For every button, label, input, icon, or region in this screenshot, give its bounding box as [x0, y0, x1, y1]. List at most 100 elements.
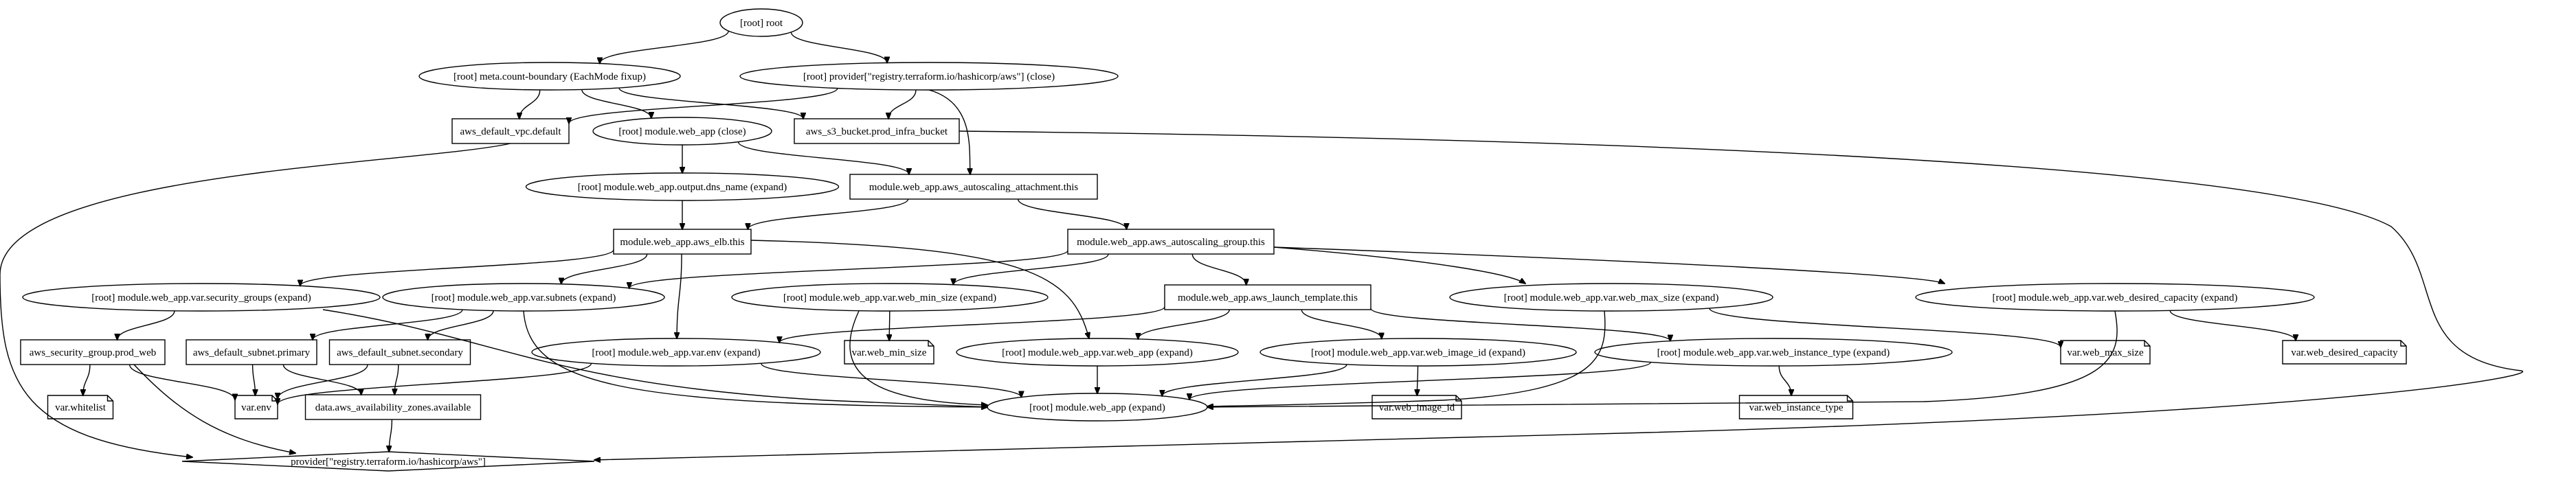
node-sub_primary: aws_default_subnet.primary	[186, 339, 317, 365]
edge-asg-to-desired	[1273, 246, 1945, 284]
edge-sub_secondary-to-azs	[394, 364, 399, 395]
node-shape-minsize	[731, 283, 1049, 312]
node-sg: aws_security_group.prod_web	[20, 339, 166, 365]
edge-insttype-to-var_insttype	[1778, 365, 1791, 395]
node-label-azs: data.aws_availability_zones.available	[315, 402, 471, 413]
node-shape-var_minsize	[844, 340, 934, 365]
node-shape-whitelist	[47, 395, 114, 419]
node-label-provider: provider["registry.terraform.io/hashicor…	[291, 457, 486, 468]
edge-sg-to-provider	[133, 364, 295, 453]
node-label-subnets: [root] module.web_app.var.subnets (expan…	[432, 292, 616, 303]
node-var_minsize: var.web_min_size	[844, 340, 934, 365]
edge-asg-to-lt	[1191, 253, 1246, 285]
node-shape-varenv	[234, 395, 278, 419]
node-insttype: [root] module.web_app.var.web_instance_t…	[1594, 338, 1953, 367]
edge-subnets-to-sub_secondary	[428, 310, 494, 341]
node-label-dns: [root] module.web_app.output.dns_name (e…	[578, 182, 787, 193]
node-desired: [root] module.web_app.var.web_desired_ca…	[1915, 283, 2315, 312]
node-elb: module.web_app.aws_elb.this	[613, 229, 752, 255]
node-label-webapp_expand: [root] module.web_app (expand)	[1029, 402, 1165, 413]
node-label-var_desired: var.web_desired_capacity	[2291, 347, 2398, 358]
node-shape-sg	[20, 339, 166, 365]
node-label-webapp_var: [root] module.web_app.var.web_app (expan…	[1002, 347, 1193, 358]
node-minsize: [root] module.web_app.var.web_min_size (…	[731, 283, 1049, 312]
node-label-imageid: [root] module.web_app.var.web_image_id (…	[1311, 347, 1525, 358]
node-var_desired: var.web_desired_capacity	[2282, 340, 2407, 365]
edge-sg-to-varenv	[128, 364, 235, 400]
node-shape-webapp_var	[956, 338, 1239, 367]
node-subnets: [root] module.web_app.var.subnets (expan…	[382, 283, 665, 312]
edge-maxsize-to-webapp_expand	[1207, 310, 1606, 406]
node-var_imageid: var.web_image_id	[1371, 395, 1462, 419]
edge-prov_close-to-s3	[888, 89, 917, 119]
edge-desired-to-webapp_expand	[1207, 310, 2118, 407]
edge-env-to-webapp_expand	[761, 362, 1022, 397]
node-label-meta: [root] meta.count-boundary (EachMode fix…	[453, 71, 646, 82]
edge-sub_secondary-to-varenv	[278, 364, 368, 399]
node-label-env: [root] module.web_app.var.env (expand)	[592, 347, 760, 358]
node-shape-provider	[181, 451, 595, 472]
edge-azs-to-provider	[389, 419, 393, 452]
edge-prov_close-to-attach	[928, 89, 970, 174]
edge-prov_close-to-vpc	[569, 88, 838, 124]
edge-subnets-to-webapp_expand	[523, 310, 987, 407]
node-label-sub_secondary: aws_default_subnet.secondary	[337, 347, 463, 358]
edge-elb-to-subnets	[561, 253, 648, 284]
edge-lt-to-env	[779, 306, 1165, 343]
node-label-insttype: [root] module.web_app.var.web_instance_t…	[1657, 347, 1890, 358]
node-label-secgroups: [root] module.web_app.var.security_group…	[91, 292, 311, 303]
node-shape-vpc	[451, 118, 570, 144]
node-shape-env	[531, 338, 821, 367]
node-varenv: var.env	[234, 395, 278, 419]
edge-imageid-to-webapp_expand	[1162, 364, 1347, 396]
node-attach: module.web_app.aws_autoscaling_attachmen…	[849, 174, 1098, 200]
node-meta: [root] meta.count-boundary (EachMode fix…	[418, 62, 681, 91]
node-shape-meta	[418, 62, 681, 91]
edge-lt-to-webapp_var	[1138, 309, 1230, 339]
node-var_insttype: var.web_instance_type	[1738, 395, 1854, 419]
node-shape-prov_close	[739, 62, 1119, 91]
node-label-sg: aws_security_group.prod_web	[30, 347, 157, 358]
node-label-minsize: [root] module.web_app.var.web_min_size (…	[783, 292, 996, 303]
edge-elb-to-secgroups	[300, 249, 614, 286]
node-shape-secgroups	[22, 283, 381, 312]
node-shape-sub_secondary	[328, 339, 471, 365]
node-var_maxsize: var.web_max_size	[2060, 340, 2151, 365]
edge-meta-to-vpc	[519, 89, 541, 119]
edge-asg-to-maxsize	[1273, 246, 1525, 284]
node-shape-maxsize	[1449, 283, 1773, 312]
edge-desired-to-var_desired	[2169, 310, 2296, 341]
node-root: [root] root	[719, 8, 803, 37]
nodes-layer: [root] root [root] meta.count-boundary (E…	[20, 8, 2407, 472]
edge-lt-to-insttype	[1370, 308, 1670, 341]
node-sub_secondary: aws_default_subnet.secondary	[328, 339, 471, 365]
edge-meta-to-webapp_close	[581, 89, 651, 118]
edge-sub_primary-to-azs	[282, 364, 361, 395]
node-lt: module.web_app.aws_launch_template.this	[1164, 284, 1371, 310]
node-azs: data.aws_availability_zones.available	[304, 394, 482, 420]
node-label-vpc: aws_default_vpc.default	[460, 126, 561, 137]
node-shape-webapp_close	[592, 117, 772, 146]
node-shape-lt	[1164, 284, 1371, 310]
node-webapp_expand: [root] module.web_app (expand)	[987, 393, 1208, 422]
edge-root-to-prov_close	[790, 32, 887, 63]
node-label-sub_primary: aws_default_subnet.primary	[193, 347, 311, 358]
node-label-elb: module.web_app.aws_elb.this	[620, 237, 744, 248]
node-shape-var_desired	[2282, 340, 2407, 365]
edges-layer	[0, 30, 2524, 460]
node-s3: aws_s3_bucket.prod_infra_bucket	[794, 118, 960, 144]
node-shape-imageid	[1259, 338, 1577, 367]
edge-elb-to-env	[677, 253, 682, 338]
node-shape-subnets	[382, 283, 665, 312]
node-imageid: [root] module.web_app.var.web_image_id (…	[1259, 338, 1577, 367]
node-shape-azs	[304, 394, 482, 420]
edge-asg-to-subnets	[629, 250, 1068, 288]
edge-sg-to-whitelist	[83, 364, 91, 395]
edge-insttype-to-webapp_expand	[1189, 361, 1651, 400]
node-label-var_imageid: var.web_image_id	[1379, 402, 1455, 413]
node-shape-elb	[613, 229, 752, 255]
edge-root-to-meta	[600, 30, 729, 63]
node-label-attach: module.web_app.aws_autoscaling_attachmen…	[869, 182, 1079, 193]
edge-maxsize-to-var_maxsize	[1709, 308, 2061, 347]
node-shape-dns	[525, 172, 840, 201]
